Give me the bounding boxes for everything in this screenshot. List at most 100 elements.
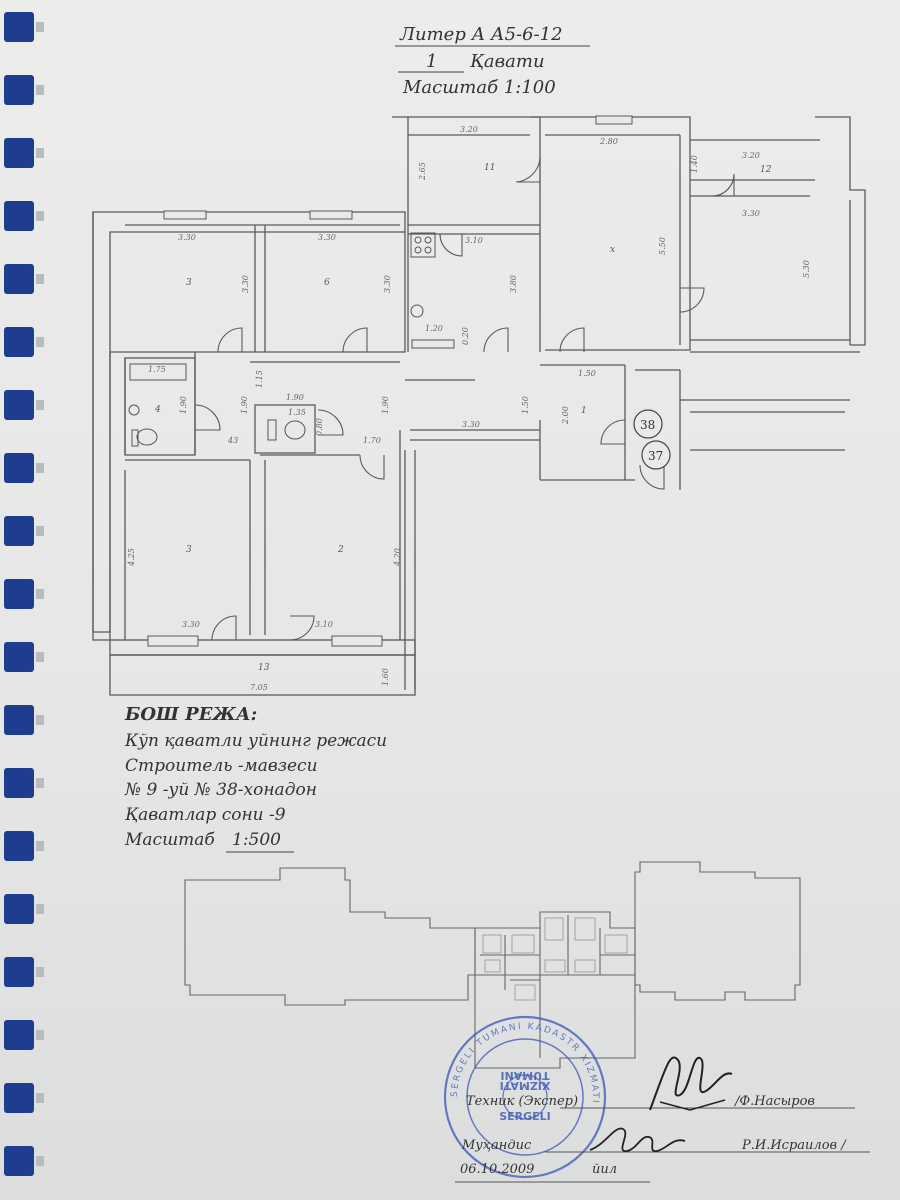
- dim-label: 4.25: [127, 548, 136, 567]
- engineer-label: Муҳандис: [462, 1138, 532, 1153]
- general-plan-line-3: № 9 -уй № 38-хонадон: [125, 780, 317, 800]
- dim-label: 0.80: [315, 418, 324, 436]
- binding-hole: [36, 652, 44, 662]
- binding-hole: [36, 337, 44, 347]
- binding-hole: [36, 1093, 44, 1103]
- binding-hole: [36, 22, 44, 32]
- general-plan-title: БОШ РЕЖА:: [125, 704, 258, 725]
- binding-ring: [4, 768, 34, 798]
- dim-label: 3.10: [315, 620, 333, 629]
- engineer-signature: [589, 1127, 686, 1152]
- binding-hole: [36, 967, 44, 977]
- dim-label: 1.20: [425, 324, 443, 333]
- dim-label: 1.90: [381, 396, 390, 414]
- binding-ring: [4, 75, 34, 105]
- dim-label: 1.70: [363, 436, 381, 445]
- dim-label: 1.90: [179, 396, 188, 414]
- binding-hole: [36, 841, 44, 851]
- binding-ring: [4, 957, 34, 987]
- scale-line: Масштаб 1:100: [403, 77, 556, 98]
- room-label-4: 4: [154, 405, 161, 415]
- dim-label: 3.20: [460, 125, 478, 134]
- dim-label: 0.20: [461, 327, 470, 345]
- room-label-11: 11: [484, 163, 495, 173]
- binding-ring: [4, 1020, 34, 1050]
- sign-date: 06.10.2009: [460, 1162, 535, 1177]
- dim-label: 3.30: [178, 233, 196, 242]
- floor-word: Қавати: [470, 51, 545, 72]
- binding-ring: [4, 1146, 34, 1176]
- floor-underline: [398, 71, 464, 73]
- binding-hole: [36, 148, 44, 158]
- dim-label: 3.30: [182, 620, 200, 629]
- binding-hole: [36, 778, 44, 788]
- binding-ring: [4, 453, 34, 483]
- room-label-13: 13: [258, 663, 270, 673]
- dim-label: 1.50: [578, 369, 596, 378]
- room-label-2: 2: [337, 545, 344, 555]
- dim-label: 1.50: [521, 396, 530, 414]
- room-label-x: х: [610, 245, 615, 255]
- technician-sign-line: [560, 1107, 855, 1109]
- dim-label: 3.80: [509, 275, 518, 293]
- spiral-binding: [4, 12, 44, 1176]
- binding-hole: [36, 589, 44, 599]
- stamp-center-line-2: TUMANI: [500, 1069, 549, 1082]
- official-stamp: SERGELI TUMANI KADASTR XIZMATI XIZMATI T…: [443, 1015, 607, 1179]
- binding-ring: [4, 201, 34, 231]
- binding-ring: [4, 579, 34, 609]
- dim-label: 3.30: [241, 275, 250, 293]
- general-plan-scale-value: 1:500: [232, 830, 281, 850]
- dim-label: 3.20: [742, 151, 760, 160]
- dim-label: 5.50: [658, 237, 667, 255]
- technician-label: Техник (Экспер): [466, 1094, 579, 1109]
- dim-label: 3.30: [383, 275, 392, 293]
- dim-label: 1.35: [288, 408, 306, 417]
- general-plan-line-1: Кўп қаватли уйнинг режаси: [125, 731, 388, 751]
- binding-hole: [36, 1156, 44, 1166]
- engineer-name: Р.И.Исраилов /: [742, 1138, 846, 1153]
- binding-hole: [36, 463, 44, 473]
- room-label-3-bottom: 3: [186, 545, 192, 555]
- dim-label: 3.10: [465, 236, 483, 245]
- stamp-center-line-3: XIZMATI: [500, 1079, 551, 1092]
- year-word: йил: [592, 1162, 618, 1177]
- binding-hole: [36, 904, 44, 914]
- binding-hole: [36, 1030, 44, 1040]
- binding-ring: [4, 327, 34, 357]
- dim-label: 3.30: [462, 420, 480, 429]
- dim-label: 1.40: [690, 155, 699, 173]
- technician-name: /Ф.Насыров: [735, 1094, 815, 1109]
- binding-ring: [4, 831, 34, 861]
- dim-label: 43: [227, 436, 238, 445]
- dim-label: 3.30: [318, 233, 336, 242]
- binding-ring: [4, 390, 34, 420]
- room-label-6: 6: [324, 278, 330, 288]
- binding-ring: [4, 12, 34, 42]
- dim-label: 5.30: [802, 260, 811, 278]
- technician-signature: [649, 1056, 733, 1111]
- dim-label: 1.90: [286, 393, 304, 402]
- liter-underline: [395, 45, 590, 47]
- binding-ring: [4, 1083, 34, 1113]
- dim-label: 2.65: [418, 162, 427, 181]
- stamp-center-line-1: SERGELI: [499, 1110, 551, 1123]
- room-label-1: 1: [581, 406, 587, 416]
- date-underline: [455, 1181, 650, 1183]
- engineer-sign-line: [545, 1151, 870, 1153]
- dim-label: 7.05: [250, 683, 268, 692]
- liter-label: Литер А А5-6-12: [400, 24, 563, 45]
- binding-ring: [4, 642, 34, 672]
- binding-ring: [4, 264, 34, 294]
- dim-label: 1.75: [148, 365, 166, 374]
- dim-label: 2.00: [561, 406, 570, 425]
- binding-ring: [4, 516, 34, 546]
- binding-hole: [36, 85, 44, 95]
- binding-hole: [36, 400, 44, 410]
- floor-number: 1: [426, 51, 438, 72]
- binding-hole: [36, 715, 44, 725]
- room-label-12: 12: [760, 165, 772, 175]
